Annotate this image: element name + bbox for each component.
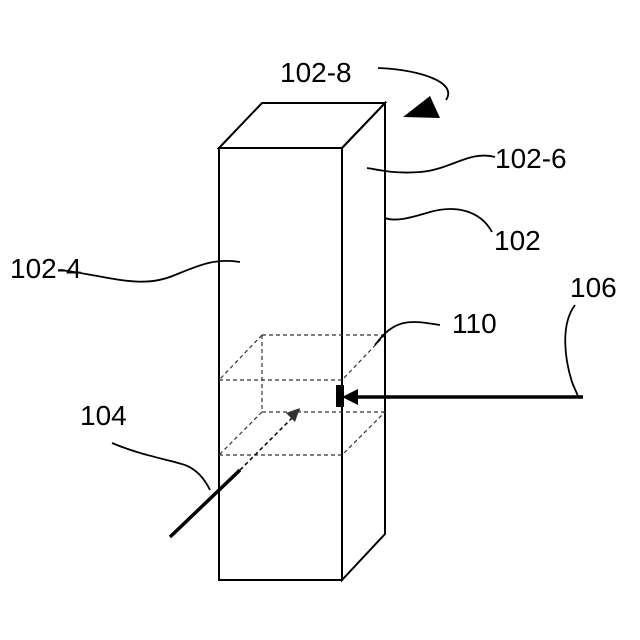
label-102-6: 102-6 [495, 143, 567, 174]
prism-block [219, 103, 385, 580]
beam-104 [170, 408, 300, 537]
label-102-8: 102-8 [280, 57, 352, 88]
label-104: 104 [80, 400, 127, 431]
label-102: 102 [494, 225, 541, 256]
beam-106 [336, 385, 583, 407]
rotation-arrow [378, 68, 448, 100]
label-110: 110 [452, 308, 497, 339]
label-106: 106 [570, 272, 617, 303]
label-102-4: 102-4 [10, 253, 82, 284]
leader-lines [60, 156, 578, 490]
top-face [219, 103, 385, 148]
front-face [219, 148, 342, 580]
rotation-arrowhead [403, 96, 440, 118]
internal-region [219, 335, 385, 455]
